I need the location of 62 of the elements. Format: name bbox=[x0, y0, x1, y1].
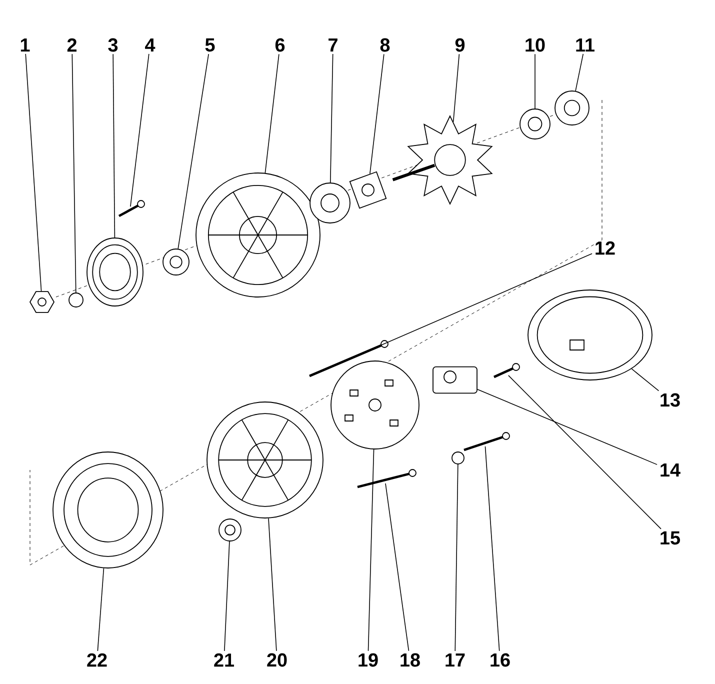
callout-number: 19 bbox=[358, 653, 378, 667]
regulator-drawing bbox=[432, 366, 478, 394]
bolt-drawing bbox=[118, 200, 145, 218]
callout-number: 12 bbox=[596, 241, 615, 255]
leader-line bbox=[130, 54, 150, 207]
callout-number: 9 bbox=[455, 38, 465, 52]
callout-number: 21 bbox=[214, 653, 234, 667]
leader-line bbox=[25, 54, 42, 292]
leader-line bbox=[178, 54, 209, 250]
leader-line bbox=[330, 54, 334, 183]
leader-line bbox=[224, 541, 230, 652]
callout-number: 8 bbox=[380, 38, 390, 52]
callout-number: 15 bbox=[660, 531, 680, 545]
leader-line bbox=[370, 54, 384, 174]
ring-drawing bbox=[554, 90, 590, 126]
leader-line bbox=[452, 54, 460, 122]
pulley-drawing bbox=[86, 238, 144, 306]
callout-number: 2 bbox=[67, 38, 76, 52]
callout-number: 14 bbox=[660, 464, 680, 476]
callout-number: 18 bbox=[400, 653, 420, 667]
bearing-drawing bbox=[520, 108, 550, 140]
plate-drawing bbox=[349, 171, 387, 209]
leader-line bbox=[631, 368, 660, 392]
bolt-drawing bbox=[357, 469, 416, 488]
bearing-drawing bbox=[310, 182, 350, 224]
callout-number: 5 bbox=[205, 38, 215, 52]
leader-line bbox=[534, 54, 536, 109]
bushing-drawing bbox=[218, 518, 242, 542]
callout-number: 10 bbox=[526, 38, 545, 52]
callout-number: 11 bbox=[576, 38, 594, 52]
leader-line bbox=[350, 253, 592, 359]
leader-line bbox=[484, 446, 500, 652]
leader-line bbox=[368, 449, 374, 652]
leader-line bbox=[112, 54, 116, 238]
housing-drawing bbox=[206, 402, 324, 518]
leader-line bbox=[508, 375, 662, 530]
spacer-drawing bbox=[162, 248, 190, 276]
leader-line bbox=[454, 464, 458, 652]
callout-number: 4 bbox=[145, 38, 156, 52]
callout-number: 13 bbox=[660, 393, 680, 407]
leader-line bbox=[97, 568, 104, 652]
leader-line bbox=[264, 54, 280, 174]
leader-line bbox=[72, 54, 76, 293]
callout-number: 6 bbox=[275, 38, 285, 52]
leader-line bbox=[477, 388, 658, 465]
bolt-drawing bbox=[309, 340, 388, 378]
rectifier-drawing bbox=[330, 360, 420, 450]
stator-drawing bbox=[52, 452, 164, 568]
leader-line bbox=[268, 518, 277, 652]
callout-number: 7 bbox=[328, 38, 338, 52]
screw-drawing bbox=[494, 363, 520, 378]
leader-line bbox=[385, 483, 410, 652]
callout-number: 1 bbox=[20, 38, 30, 52]
callout-number: 20 bbox=[267, 653, 287, 667]
bolt-drawing bbox=[464, 432, 510, 452]
callout-number: 3 bbox=[108, 38, 118, 52]
cover-drawing bbox=[528, 290, 652, 380]
callout-number: 16 bbox=[490, 653, 510, 667]
housing-drawing bbox=[196, 172, 320, 298]
callout-number: 17 bbox=[446, 654, 465, 666]
leader-line bbox=[575, 54, 584, 92]
callout-number: 22 bbox=[87, 653, 107, 667]
